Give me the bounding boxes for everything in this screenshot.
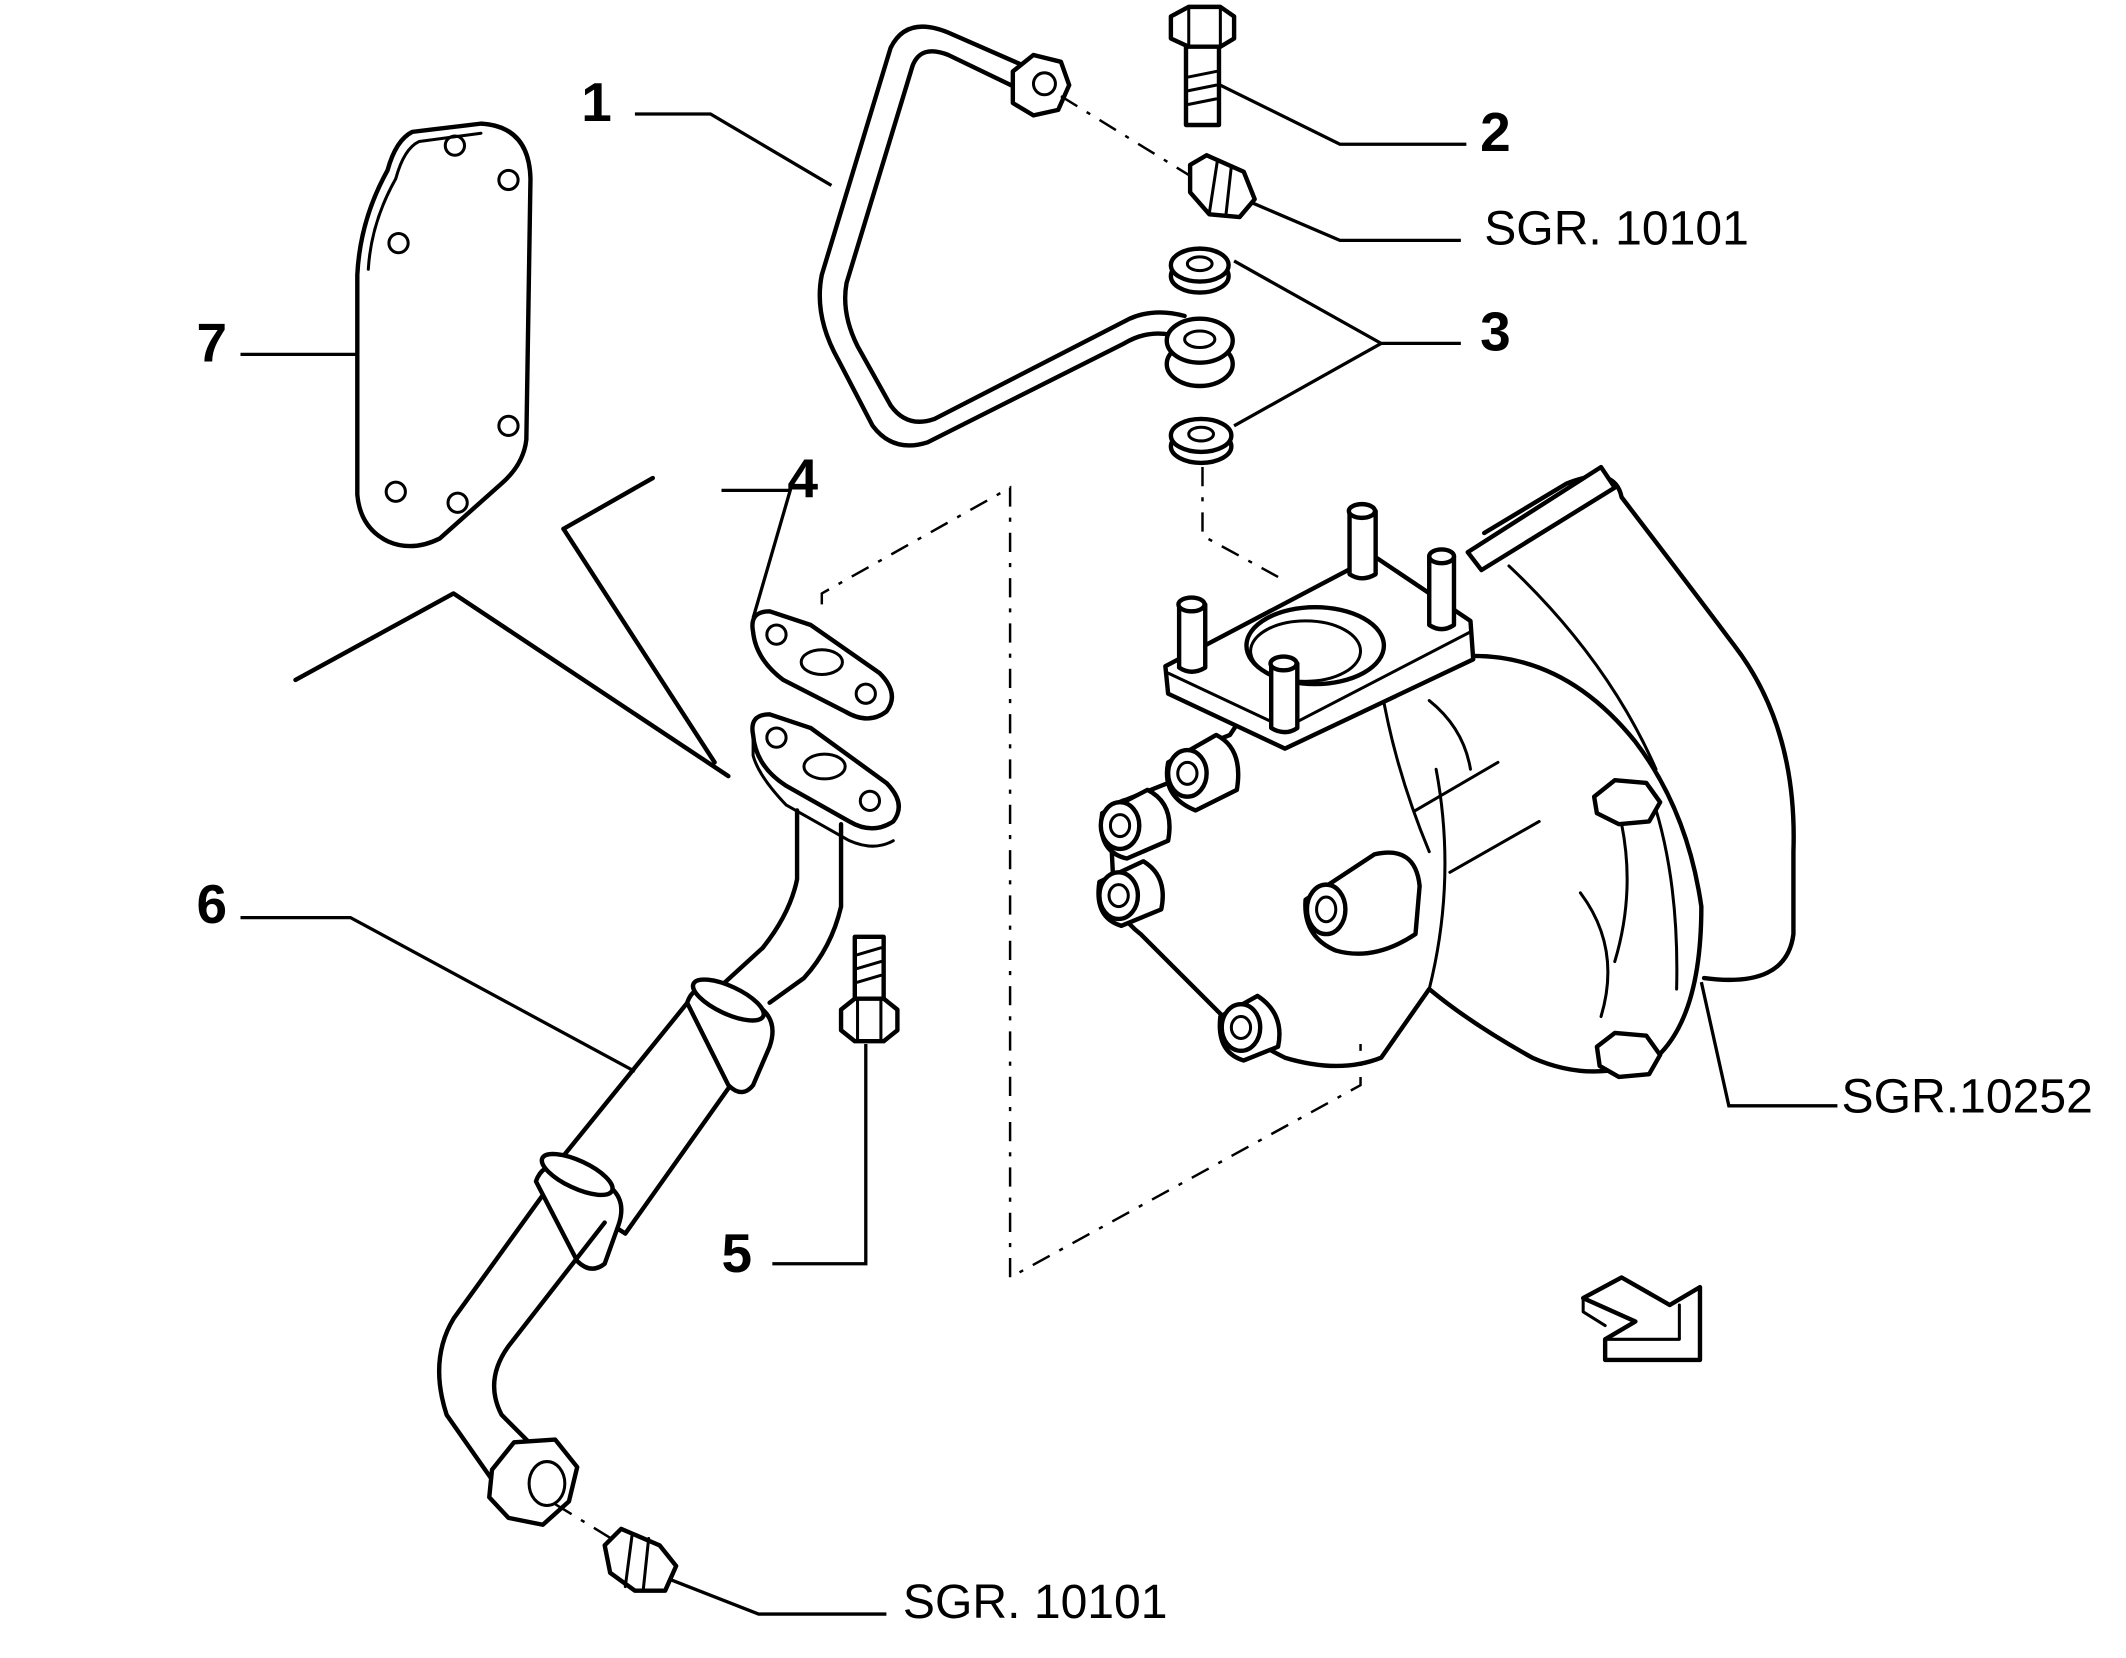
bolt-part-2 [1168,4,1237,128]
callout-7: 7 [197,311,228,373]
stud-bolt-part-5 [838,934,900,1044]
union-fitting-lower [554,1503,679,1593]
callout-1: 1 [581,71,612,133]
reference-sgr-10101-bottom: SGR. 10101 [903,1575,1168,1629]
leader-lines [240,83,1838,1616]
union-fitting-upper [1187,153,1257,220]
washer-lower-part-3 [1168,416,1234,466]
callout-2: 2 [1480,101,1511,163]
gasket-lower-part-4 [750,712,901,848]
turbocharger-assembly [1096,464,1796,1080]
cover-plate-part-7 [355,121,533,549]
oil-return-pipe-part-6 [437,808,844,1527]
gasket-upper-part-4 [750,609,895,721]
callout-6: 6 [197,873,228,935]
reference-sgr-10101-top: SGR. 10101 [1484,202,1749,256]
direction-arrow-icon [1580,1275,1703,1363]
callout-4: 4 [787,447,818,509]
reference-sgr-10252: SGR.10252 [1842,1070,2093,1124]
oil-feed-pipe-part-1 [817,24,1235,448]
callout-5: 5 [721,1222,752,1284]
callout-3: 3 [1480,300,1511,362]
washer-upper-part-3 [1168,246,1231,295]
break-lines [293,475,731,779]
